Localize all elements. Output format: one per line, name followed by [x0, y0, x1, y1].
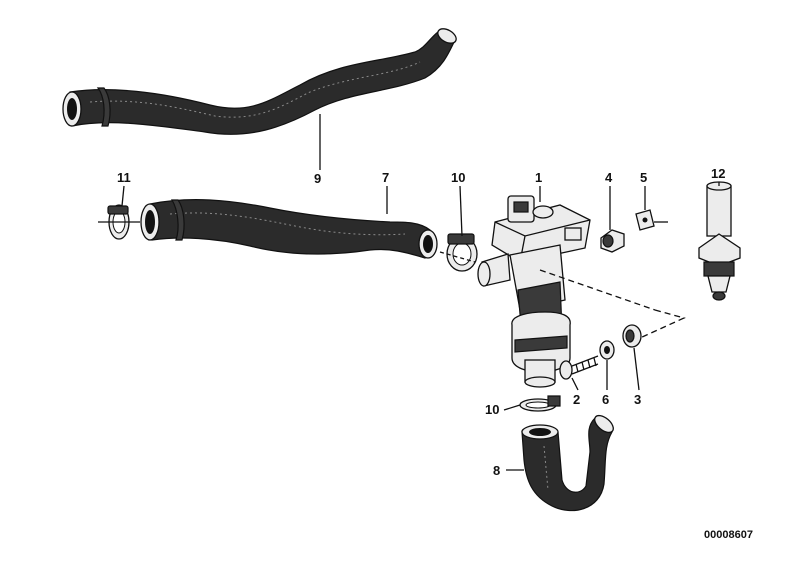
callout-labels: 9 11 7 10 1 4 5 12 2 6 3 10 8	[117, 166, 725, 478]
callout-8: 8	[493, 463, 500, 478]
callout-4: 4	[605, 170, 613, 185]
callout-6: 6	[602, 392, 609, 407]
leader-lines	[121, 114, 720, 471]
callout-3: 3	[634, 392, 641, 407]
hose-clamp-10-lower[interactable]	[519, 395, 561, 412]
drawing-number: 00008607	[704, 529, 753, 541]
hose-clamp-10-upper[interactable]	[439, 233, 478, 272]
callout-5: 5	[640, 170, 647, 185]
callout-1: 1	[535, 170, 542, 185]
screw-2[interactable]	[559, 355, 599, 380]
hose-7[interactable]	[140, 199, 438, 259]
callout-11: 11	[117, 170, 131, 185]
callout-12: 12	[711, 166, 725, 181]
callout-2: 2	[573, 392, 580, 407]
temperature-sensor-12[interactable]	[698, 181, 741, 301]
hose-8[interactable]	[521, 412, 616, 512]
callout-7: 7	[382, 170, 389, 185]
hose-clamp-11[interactable]	[98, 204, 140, 240]
nut-4[interactable]	[600, 229, 625, 253]
hose-9[interactable]	[62, 26, 459, 135]
callout-10-upper: 10	[451, 170, 465, 185]
callout-9: 9	[314, 171, 321, 186]
callout-10-lower: 10	[485, 402, 499, 417]
clip-5[interactable]	[635, 209, 668, 231]
washer-6[interactable]	[599, 340, 615, 360]
idle-air-valve-1[interactable]	[477, 195, 591, 388]
grommet-3[interactable]	[622, 324, 642, 348]
